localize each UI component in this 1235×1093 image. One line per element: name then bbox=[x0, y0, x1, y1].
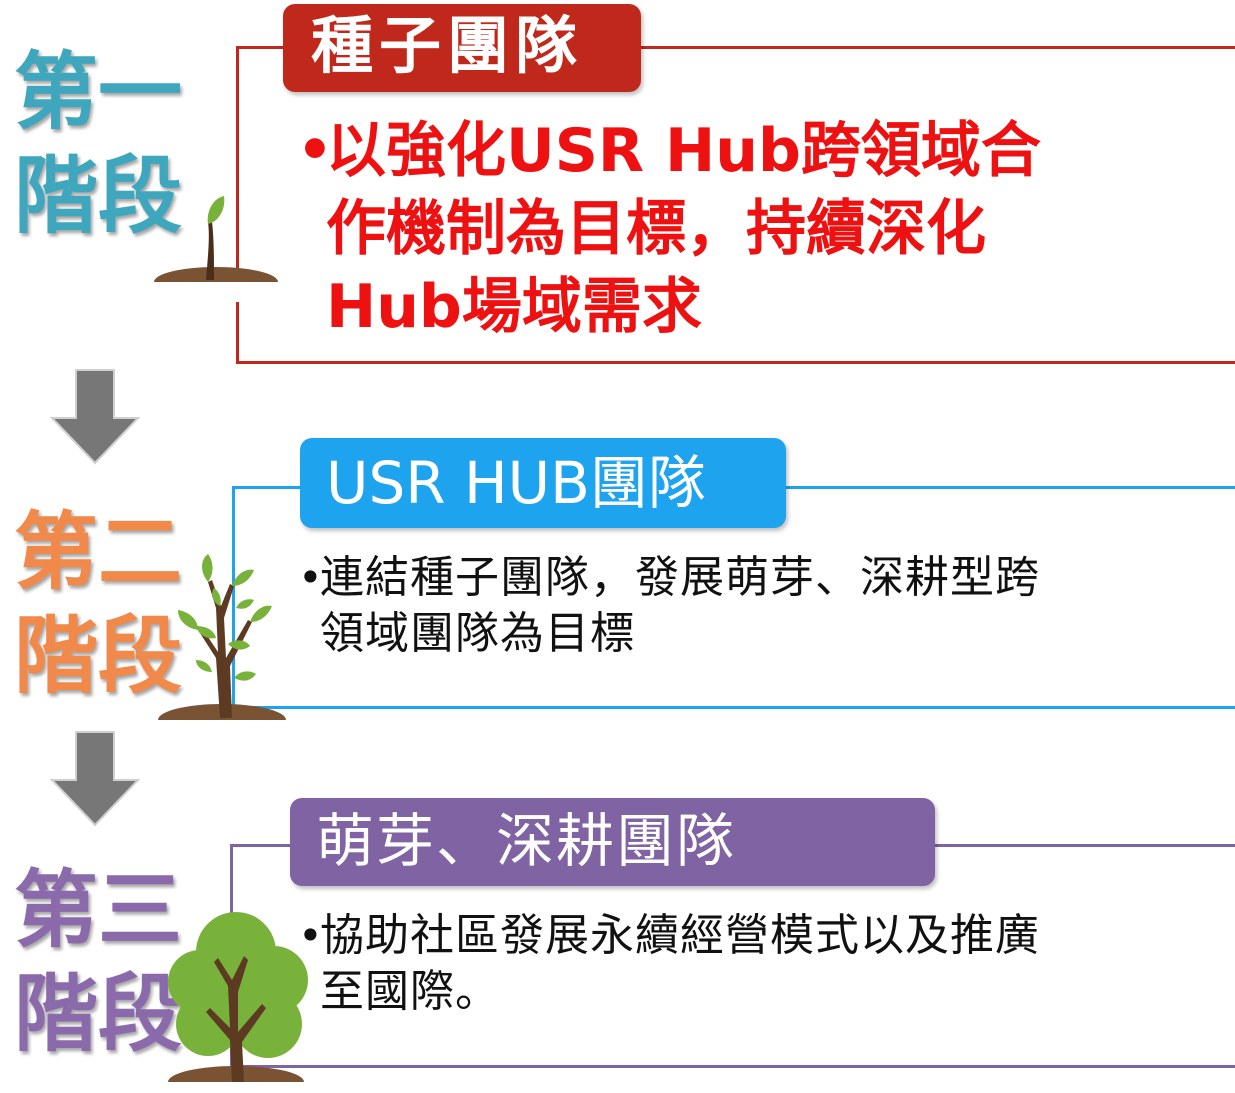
stage1-bullet: • bbox=[297, 118, 333, 183]
stage2-frame-top-left bbox=[232, 486, 304, 489]
stage2-frame-top-right bbox=[786, 486, 1235, 489]
stage3-label-line2: 階段 bbox=[14, 965, 183, 1063]
sprout-icon bbox=[148, 196, 288, 302]
stage2-text: 連結種子團隊，發展萌芽、深耕型跨 領域團隊為目標 bbox=[320, 552, 1040, 659]
stage3-title-box: 萌芽、深耕團隊 bbox=[290, 798, 935, 886]
sapling-icon bbox=[150, 554, 300, 740]
stage2-title: USR HUB團隊 bbox=[326, 449, 706, 517]
stage1-frame-top-left bbox=[236, 46, 286, 49]
stage1-label-line1: 第一 bbox=[14, 43, 183, 141]
stage3-frame-top-right bbox=[935, 844, 1235, 847]
stage3-title: 萌芽、深耕團隊 bbox=[316, 807, 737, 875]
stage3-frame-top-left bbox=[230, 844, 292, 847]
tree-icon bbox=[158, 912, 318, 1093]
stage1-frame bbox=[236, 46, 1235, 364]
sprout-stem bbox=[206, 222, 214, 280]
stage1-text: 以強化USR Hub跨領域合 作機制為目標，持續深化 Hub場域需求 bbox=[326, 116, 1041, 342]
stage2-label-line1: 第二 bbox=[14, 503, 183, 601]
down-arrow-icon-1 bbox=[49, 369, 141, 465]
stage1-title: 種子團隊 bbox=[311, 9, 584, 82]
stage3-text: 協助社區發展永續經營模式以及推廣 至國際。 bbox=[320, 910, 1040, 1017]
stage1-label: 第一 階段 bbox=[14, 40, 184, 248]
stage2-title-box: USR HUB團隊 bbox=[300, 438, 786, 528]
sapling-trunk bbox=[198, 580, 252, 718]
stage3-label: 第三 階段 bbox=[14, 858, 184, 1066]
stage1-title-box: 種子團隊 bbox=[283, 4, 641, 92]
stage3-label-line1: 第三 bbox=[14, 861, 183, 959]
stage2-label: 第二 階段 bbox=[14, 500, 184, 708]
stage2-frame bbox=[232, 486, 1235, 709]
tree-trunk bbox=[206, 956, 266, 1082]
sprout-leaf bbox=[207, 196, 225, 224]
stage2-bullet: • bbox=[298, 553, 323, 602]
sapling-leaves bbox=[178, 554, 272, 681]
stage3-bullet: • bbox=[298, 911, 323, 960]
stage1-label-line2: 階段 bbox=[14, 147, 183, 245]
down-arrow-icon-2 bbox=[49, 731, 141, 827]
stage1-frame-top-right bbox=[640, 46, 1235, 49]
tree-canopy bbox=[168, 912, 308, 1058]
stage2-label-line2: 階段 bbox=[14, 607, 183, 705]
